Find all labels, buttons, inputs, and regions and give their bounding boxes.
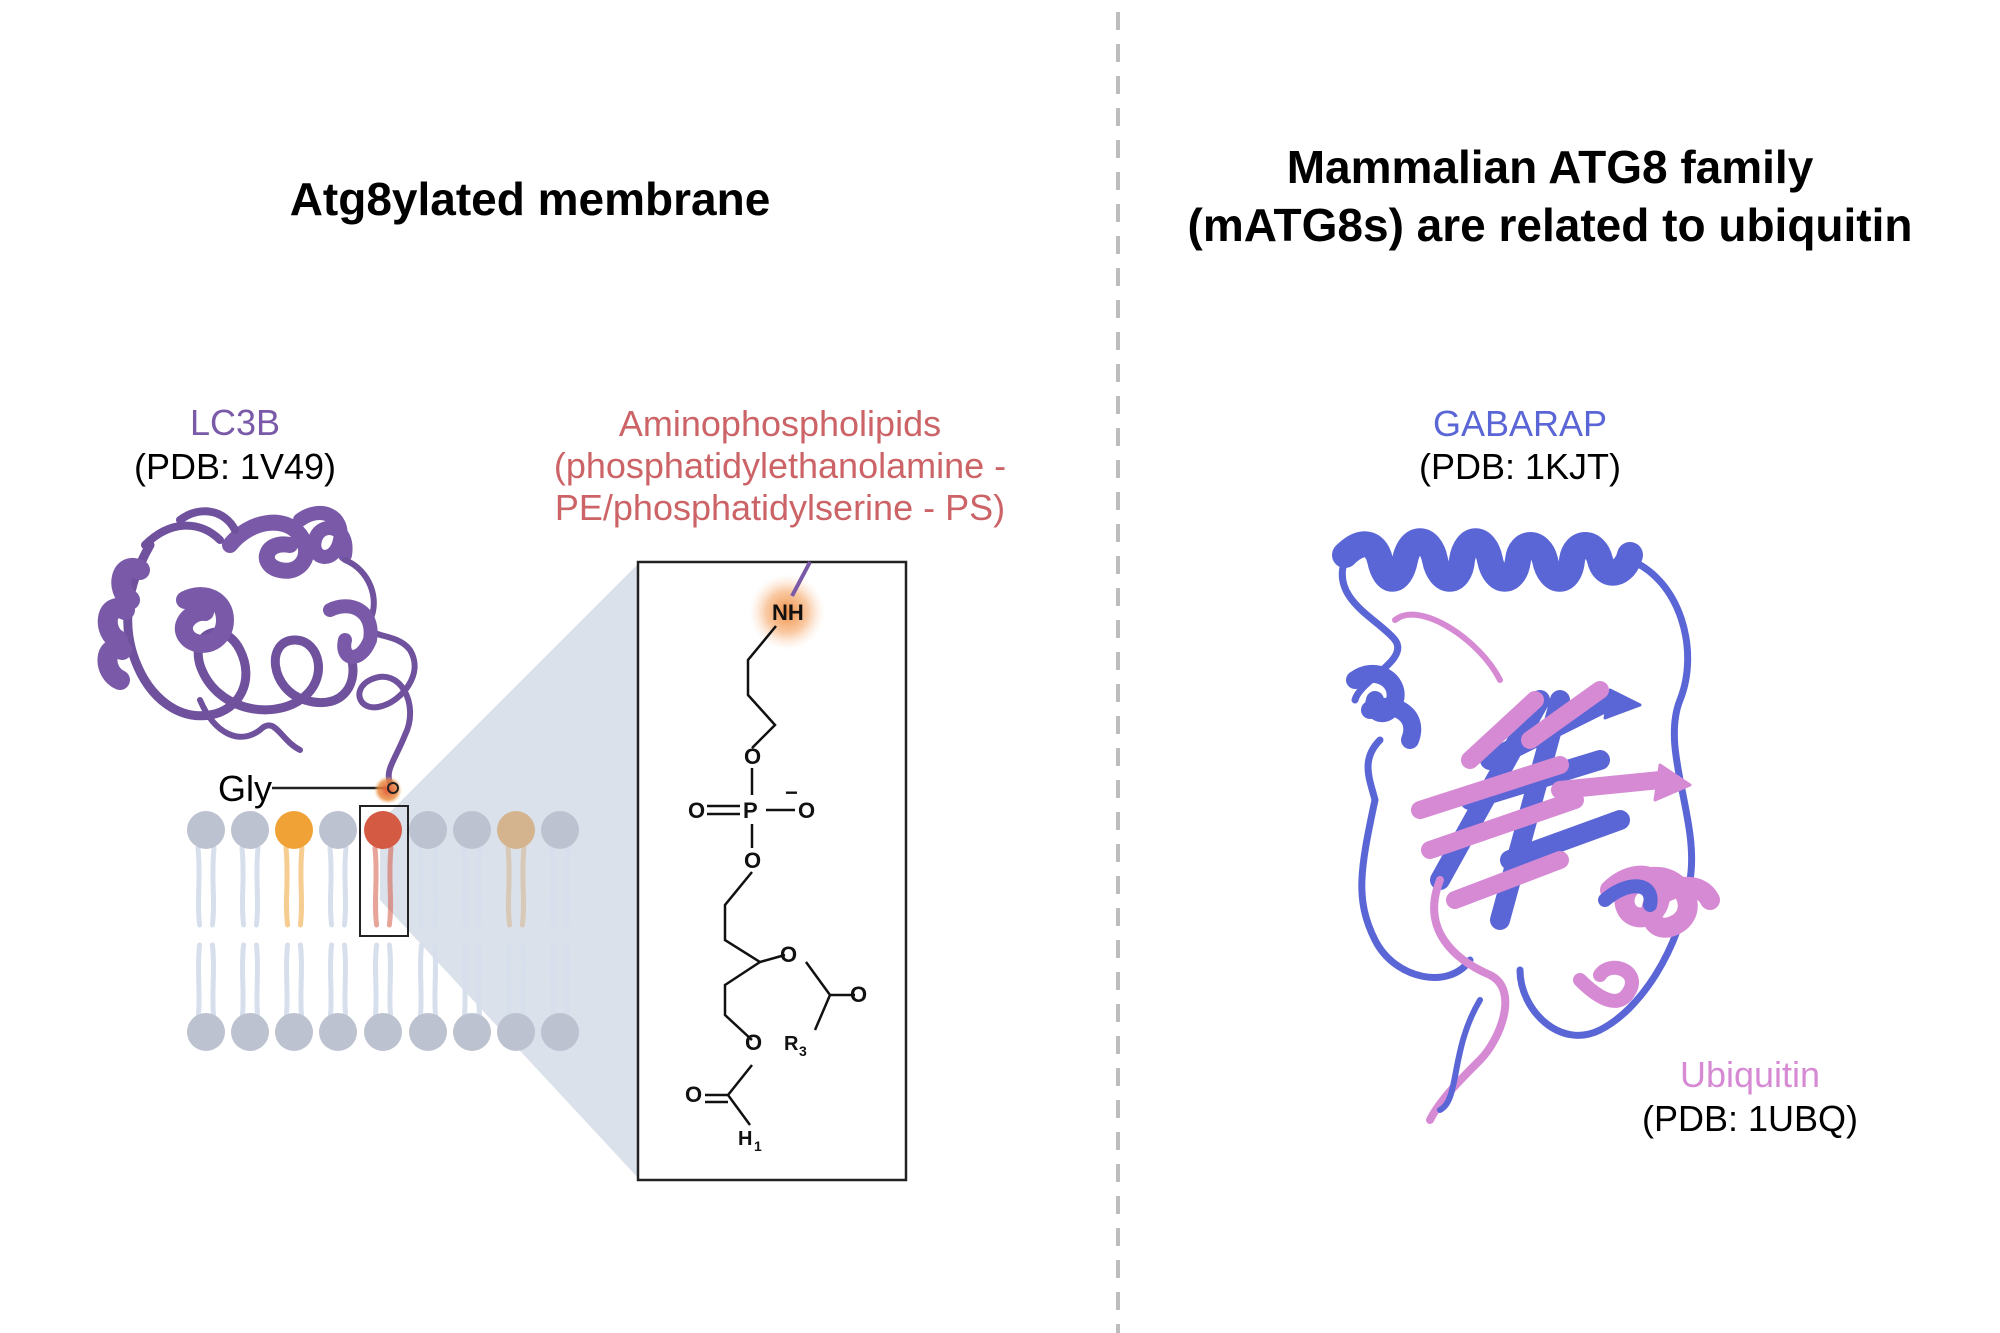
lipid-head-upper xyxy=(541,811,579,849)
lipid-head-lower xyxy=(275,1013,313,1051)
lipid-tail-upper xyxy=(566,848,568,925)
lipid-tail-lower xyxy=(552,945,554,1020)
lipid-head-lower xyxy=(497,1013,535,1051)
atom-o-carbonyl-h1: O xyxy=(685,1082,702,1107)
lipid-tail-upper xyxy=(300,848,302,925)
atom-o-ester-r3: O xyxy=(780,942,797,967)
gabarap-ubiquitin-overlay xyxy=(1342,541,1710,1120)
lipid-tail-lower xyxy=(242,945,244,1020)
atom-o-carbonyl-r3: O xyxy=(850,982,867,1007)
atom-h1-subscript: 1 xyxy=(754,1138,762,1154)
atom-minus: − xyxy=(785,780,798,805)
atom-o-top: O xyxy=(744,744,761,769)
lipid-head-upper xyxy=(231,811,269,849)
lipid-tail-lower xyxy=(508,945,510,1020)
lipid-head-upper xyxy=(409,811,447,849)
lipid-tail-upper xyxy=(344,848,346,925)
lipid-tail-upper xyxy=(330,848,332,925)
lipid-head-lower xyxy=(231,1013,269,1051)
lipid-tail-lower xyxy=(522,945,524,1020)
lipid-tail-lower xyxy=(389,945,391,1020)
lipid-head-lower xyxy=(409,1013,447,1051)
lc3b-protein-structure xyxy=(107,511,414,783)
atom-nh: NH xyxy=(772,600,804,625)
lipid-head-lower xyxy=(364,1013,402,1051)
lipid-tail-lower xyxy=(344,945,346,1020)
lipid-tail-upper xyxy=(434,848,436,925)
lipid-tail-lower xyxy=(330,945,332,1020)
atom-o-left: O xyxy=(688,798,705,823)
lipid-head-upper xyxy=(364,811,402,849)
atom-r3: R xyxy=(784,1033,799,1055)
lipid-tail-lower xyxy=(375,945,377,1020)
atom-o-ester-h1: O xyxy=(745,1030,762,1055)
lipid-tail-upper xyxy=(286,848,288,925)
lipid-tail-lower xyxy=(286,945,288,1020)
lipid-tail-upper xyxy=(522,848,524,925)
lipid-head-lower xyxy=(453,1013,491,1051)
atom-p: P xyxy=(743,798,758,823)
lipid-tail-upper xyxy=(212,848,214,925)
lipid-tail-lower xyxy=(478,945,480,1020)
lipid-tail-upper xyxy=(389,848,391,925)
lipid-tail-upper xyxy=(242,848,244,925)
lipid-tail-lower xyxy=(566,945,568,1020)
lipid-tail-lower xyxy=(198,945,200,1020)
lipid-head-lower xyxy=(541,1013,579,1051)
atom-r3-subscript: 3 xyxy=(799,1043,807,1059)
phospholipid-structure-box xyxy=(638,562,906,1180)
lipid-tail-lower xyxy=(256,945,258,1020)
lipid-head-upper xyxy=(319,811,357,849)
lipid-tail-lower xyxy=(464,945,466,1020)
lipid-tail-upper xyxy=(420,848,422,925)
atom-o-lower: O xyxy=(744,848,761,873)
lipid-head-upper xyxy=(275,811,313,849)
lipid-tail-lower xyxy=(300,945,302,1020)
lipid-head-upper xyxy=(187,811,225,849)
atom-o-right: O xyxy=(798,798,815,823)
lipid-tail-upper xyxy=(508,848,510,925)
lipid-tail-lower xyxy=(212,945,214,1020)
lipid-head-lower xyxy=(187,1013,225,1051)
lipid-tail-lower xyxy=(420,945,422,1020)
lipid-tail-upper xyxy=(375,848,377,925)
lipid-head-upper xyxy=(497,811,535,849)
lipid-tail-upper xyxy=(478,848,480,925)
atom-h1: H xyxy=(738,1128,752,1150)
lipid-tail-lower xyxy=(434,945,436,1020)
lipid-head-upper xyxy=(453,811,491,849)
lipid-tail-upper xyxy=(198,848,200,925)
lipid-tail-upper xyxy=(464,848,466,925)
lipid-tail-upper xyxy=(552,848,554,925)
lipid-head-lower xyxy=(319,1013,357,1051)
lipid-tail-upper xyxy=(256,848,258,925)
